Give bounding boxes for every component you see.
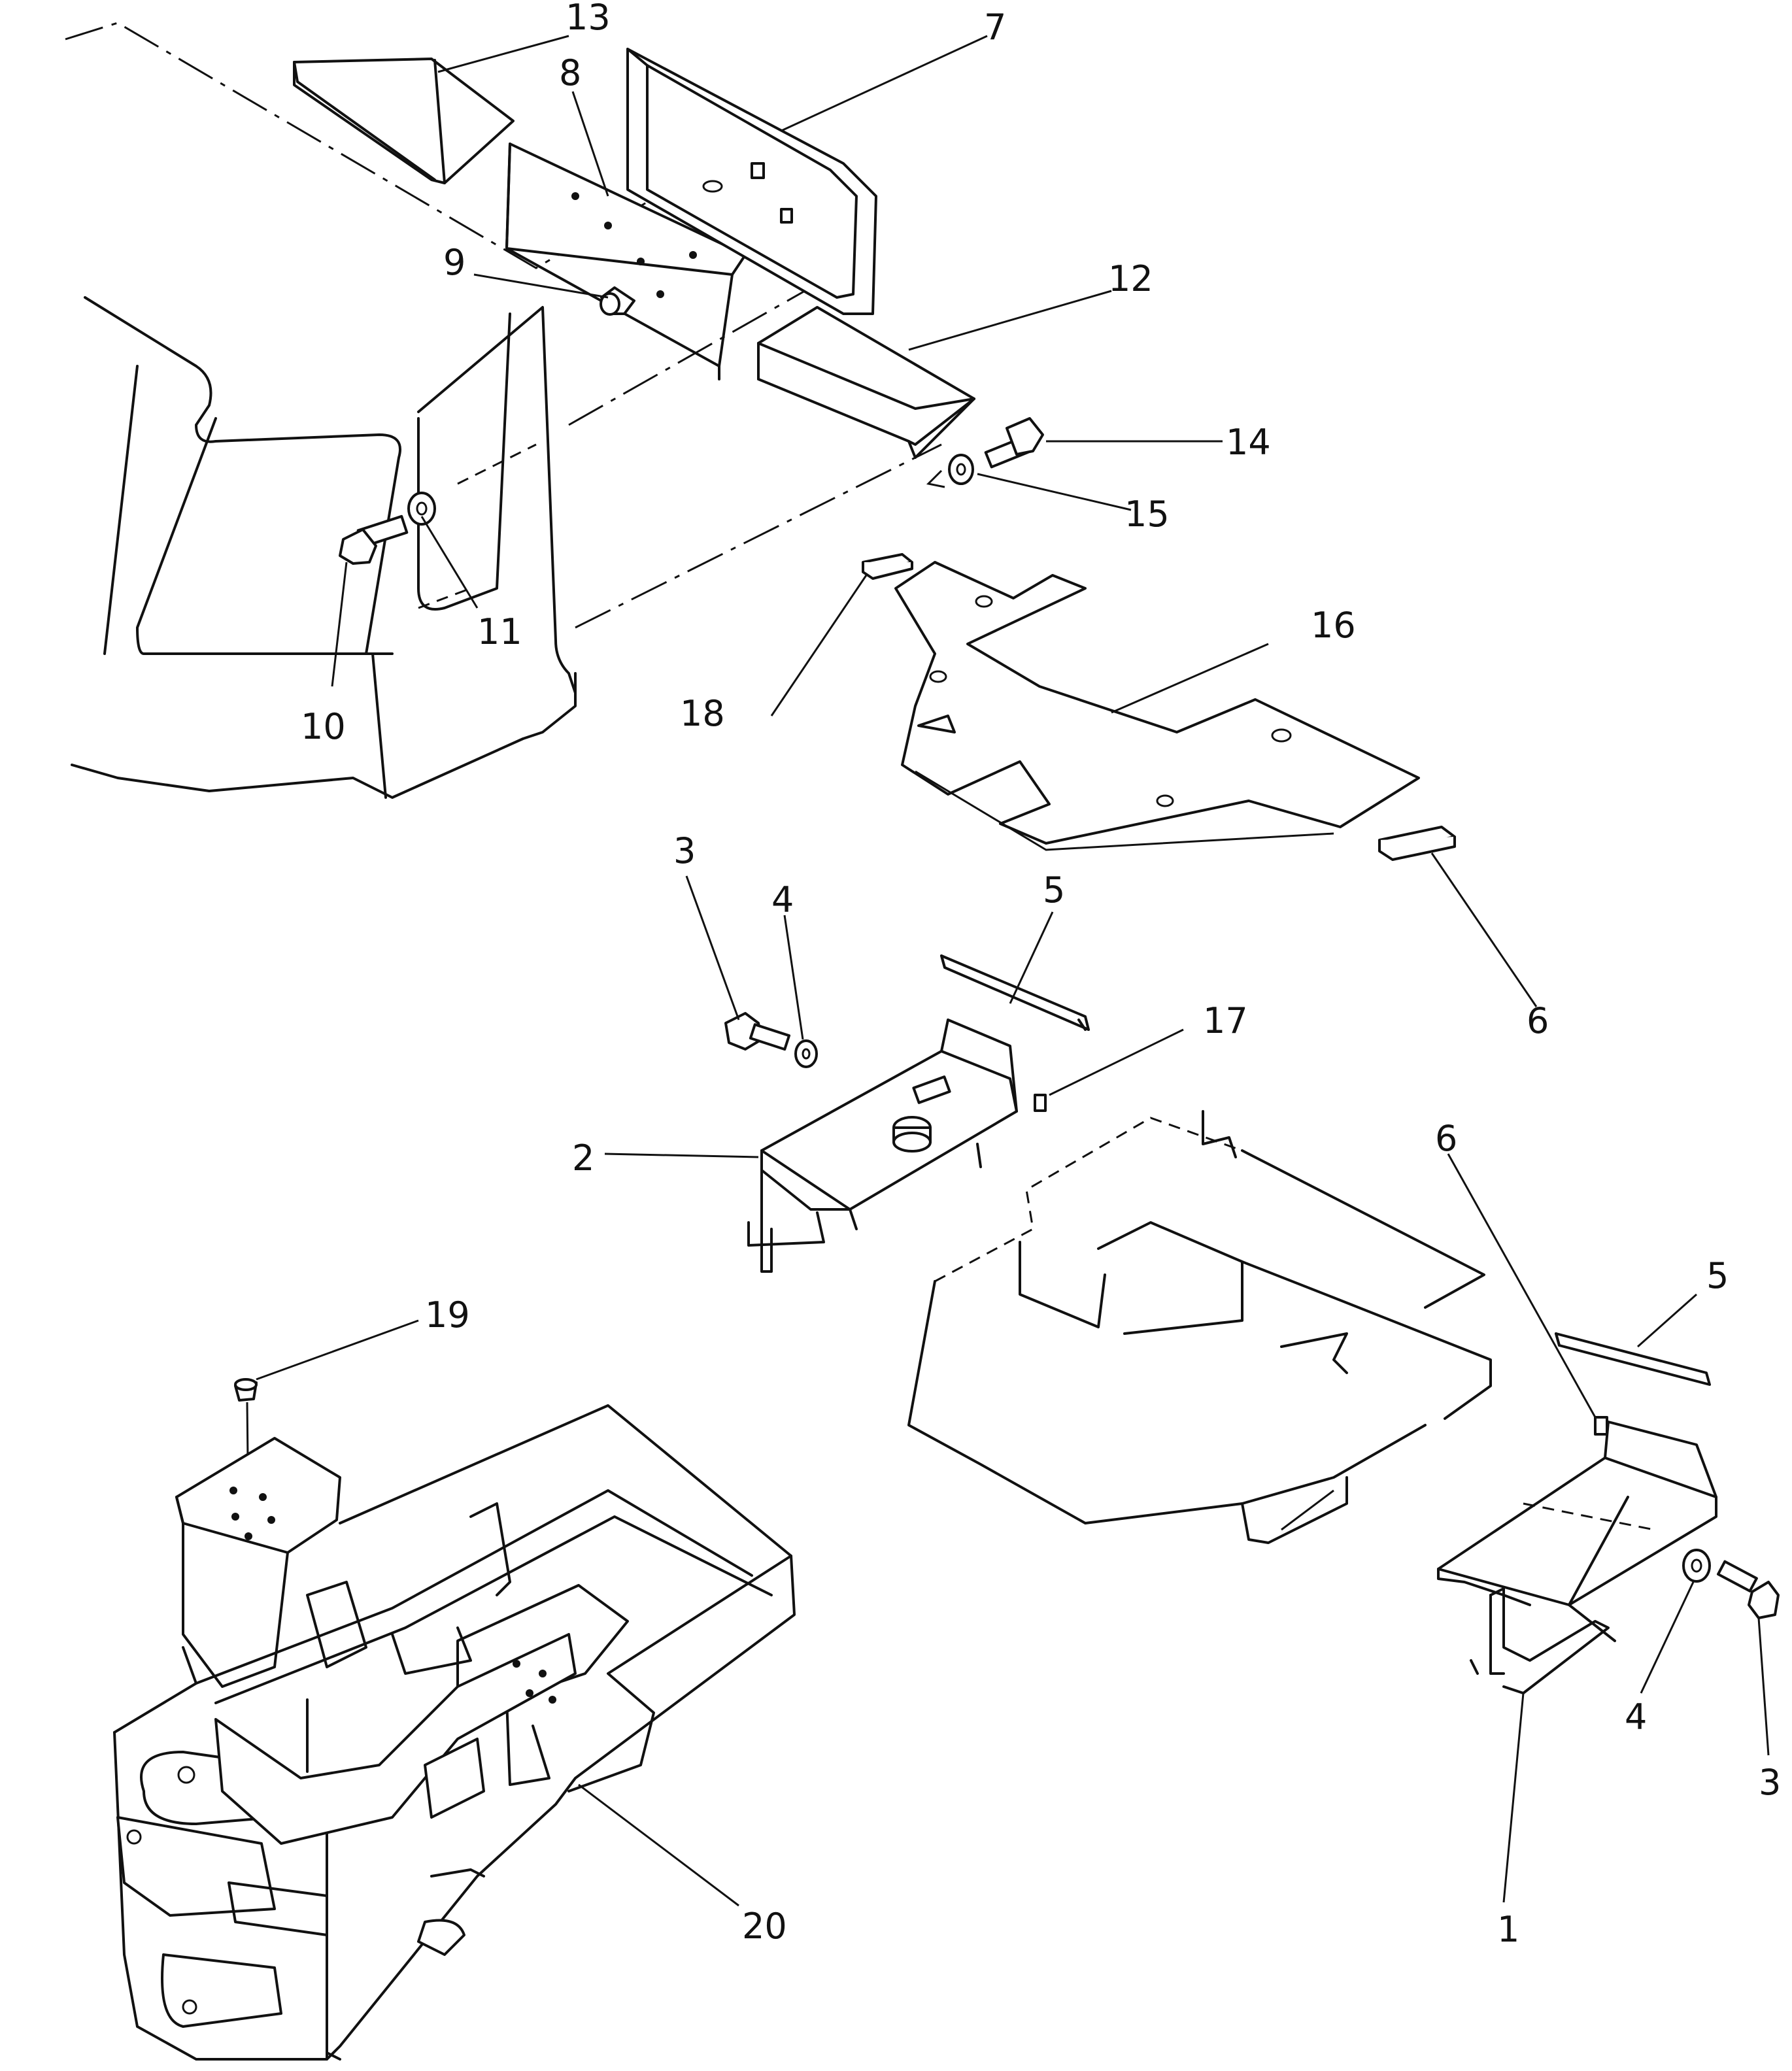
part-6-clip-upper [1034, 1094, 1047, 1112]
part-1-right-bracket [1437, 1421, 1717, 1694]
part-17-pad [1378, 826, 1456, 861]
callout-10: 10 [301, 706, 346, 747]
callout-16: 16 [1311, 605, 1356, 646]
callout-3-right: 3 [1759, 1762, 1781, 1803]
callout-5-upper: 5 [1043, 869, 1065, 911]
part-3-bolt-right [1716, 1560, 1780, 1619]
part-8-plate [505, 143, 747, 380]
callout-12: 12 [1108, 258, 1153, 299]
part-13-upper-cover [293, 58, 515, 184]
callout-11: 11 [477, 611, 522, 652]
callout-7: 7 [984, 7, 1006, 48]
part-15-washer [926, 454, 974, 488]
callout-17: 6 [1527, 1000, 1549, 1041]
callout-2: 2 [572, 1137, 594, 1179]
callout-9: 9 [443, 242, 465, 283]
part-12-lower-cover [757, 306, 975, 459]
callout-6-upper: 17 [1203, 1000, 1248, 1041]
part-4-washer-left [794, 1039, 818, 1068]
machine-deck-phantom [907, 1110, 1492, 1544]
part-11-washer [407, 492, 436, 526]
part-4-washer-right [1682, 1549, 1711, 1583]
callout-20: 20 [742, 1906, 787, 1947]
part-16-floor-mat [894, 561, 1420, 851]
callout-6-lower: 6 [1435, 1118, 1457, 1159]
callout-4-left: 4 [771, 879, 794, 920]
leader-lines [256, 35, 1770, 1907]
part-18-pad [862, 553, 913, 580]
callout-labels: 13 7 8 9 12 14 15 10 11 16 18 3 4 5 6 17… [301, 0, 1781, 1950]
operator-cab-phantom [65, 22, 942, 799]
part-7-frame [626, 48, 877, 315]
part-5-rail-lower [1555, 1332, 1711, 1386]
callout-19: 19 [425, 1294, 470, 1336]
callout-1: 1 [1497, 1909, 1519, 1950]
part-2-left-bracket [747, 1019, 1018, 1273]
callout-5-lower: 5 [1706, 1255, 1729, 1296]
callout-18: 18 [680, 693, 725, 734]
part-6-clip-lower [1594, 1416, 1608, 1436]
part-9-pin [600, 286, 635, 316]
callout-3-left: 3 [673, 830, 696, 871]
part-3-bolt-left [724, 1012, 791, 1051]
part-20-main-frame [113, 1404, 796, 2061]
callout-4-right: 4 [1625, 1696, 1647, 1738]
callout-14: 14 [1226, 422, 1271, 463]
callout-13: 13 [566, 0, 611, 38]
callout-15: 15 [1124, 494, 1170, 535]
part-10-bolt [339, 514, 409, 565]
callout-8: 8 [559, 52, 581, 93]
part-14-bolt [984, 417, 1044, 469]
